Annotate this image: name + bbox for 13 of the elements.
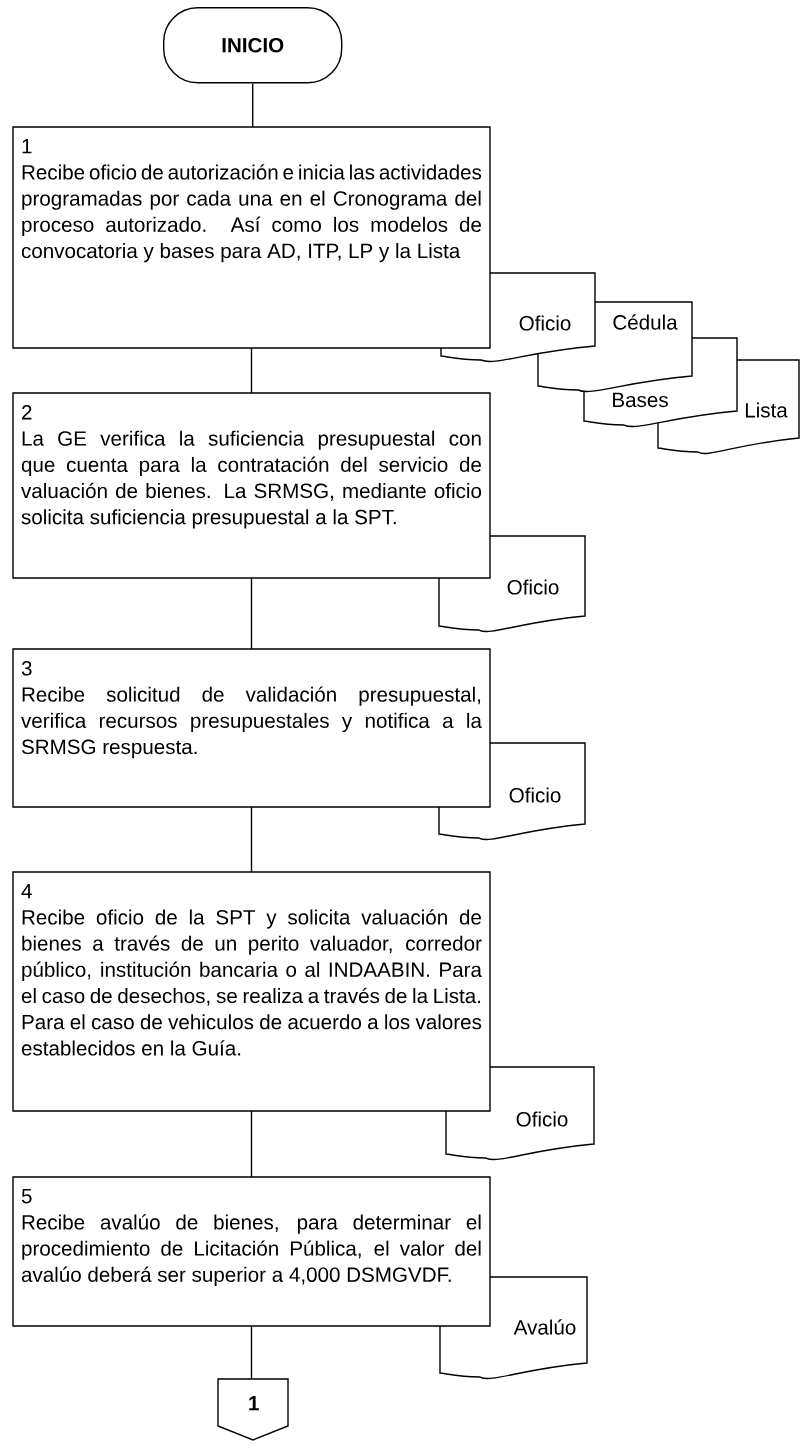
process-box: 4 Recibe oficio de la SPT y solicita valuación de bienes a través de un perito valuador, corredor público, institución bancaria o al INDAABIN. Para el caso de desechos, se realiza a través de la Lista. Para el caso de vehiculos de acuerdo a los valores establecidos en la Guía. xyxy=(12,871,491,1112)
connector-line xyxy=(250,1110,253,1178)
connector-line xyxy=(250,806,253,873)
off-page-connector: 1 xyxy=(217,1378,289,1441)
process-box: 5 Recibe avalúo de bienes, para determinar el procedimiento de Licitación Pública, el valor del avalúo deberá ser superior a 4,000 DSMGVDF. xyxy=(12,1176,491,1327)
connector-line xyxy=(250,1325,253,1380)
connector-line xyxy=(250,347,253,394)
start-terminal: INICIO xyxy=(163,7,343,84)
process-box: 1 Recibe oficio de autorización e inicia las actividades programadas por cada una en el Cronograma del proceso autorizado. Así como los modelos de convocatoria y bases para AD, ITP, LP y la Lista xyxy=(12,126,491,349)
connector-line xyxy=(250,577,253,650)
process-box: 2 La GE verifica la suficiencia presupuestal con que cuenta para la contratación del servicio de valuación de bienes. La SRMSG, mediante oficio solicita suficiencia presupuestal a la SPT. xyxy=(12,392,491,579)
process-box: 3 Recibe solicitud de validación presupuestal, verifica recursos presupuestales y notifica a la SRMSG respuesta. xyxy=(12,648,491,808)
connector-line xyxy=(252,82,254,128)
